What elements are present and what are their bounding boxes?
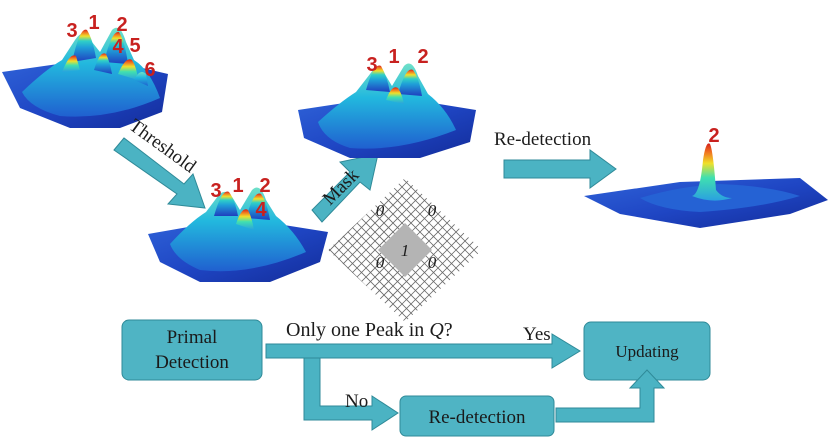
primal-detection-box	[121, 319, 263, 381]
peak-label: 4	[112, 36, 124, 58]
question-variable: Q	[429, 319, 444, 341]
return-arrow	[555, 369, 666, 423]
updating-label: Updating	[615, 342, 679, 361]
peak-label: 3	[366, 54, 377, 76]
mask-grid-line	[328, 178, 482, 322]
question-prefix: Only one Peak in	[286, 319, 429, 341]
yes-label: Yes	[523, 324, 551, 345]
peak-label: 5	[129, 35, 140, 57]
peak-label: 2	[116, 14, 127, 36]
mask-grid-line	[328, 178, 460, 322]
question-label: Only one Peak in Q?	[286, 319, 453, 341]
threshold-arrow	[113, 137, 206, 209]
mask-value: 0	[428, 253, 437, 272]
surface-masked	[298, 63, 476, 158]
redetection-arrow	[503, 149, 617, 189]
redetection-label: Re-detection	[494, 129, 592, 150]
redetection-box-label: Re-detection	[428, 407, 526, 428]
peak-label: 2	[708, 125, 719, 147]
question-suffix: ?	[444, 319, 453, 341]
mask-grid-line	[328, 178, 482, 322]
mask-grid-line	[328, 178, 451, 322]
mask-grid-line	[328, 178, 482, 322]
surface-thresholded	[148, 187, 328, 282]
mask-value: 0	[376, 253, 385, 272]
mask-grid-line	[353, 178, 482, 322]
redetection-box	[399, 395, 555, 437]
mask-grid-line	[328, 178, 482, 322]
mask-grid-line	[328, 178, 478, 322]
primal-line-2: Detection	[155, 352, 229, 373]
surface-original	[2, 27, 168, 128]
peak-label: 1	[388, 46, 399, 68]
primal-line-1: Primal	[167, 327, 218, 348]
surface-redetected	[584, 143, 828, 228]
peak-label: 2	[417, 46, 428, 68]
mask-center-value: 1	[401, 241, 410, 260]
peak-label: 1	[88, 12, 99, 34]
mask-grid-line	[335, 178, 482, 322]
no-label: No	[345, 391, 368, 412]
mask-value: 0	[428, 201, 437, 220]
mask-grid-line	[344, 178, 482, 322]
mask-grid	[328, 178, 482, 322]
peak-label: 2	[259, 175, 270, 197]
mask-center-region	[378, 223, 432, 277]
peak-label: 4	[255, 199, 267, 221]
no-arrow	[303, 357, 399, 431]
peak-label: 3	[210, 180, 221, 202]
peak-label: 1	[232, 175, 243, 197]
peak-label: 3	[66, 20, 77, 42]
peak-label: 6	[144, 59, 155, 81]
mask-grid-line	[328, 178, 469, 322]
mask-value: 0	[376, 201, 385, 220]
